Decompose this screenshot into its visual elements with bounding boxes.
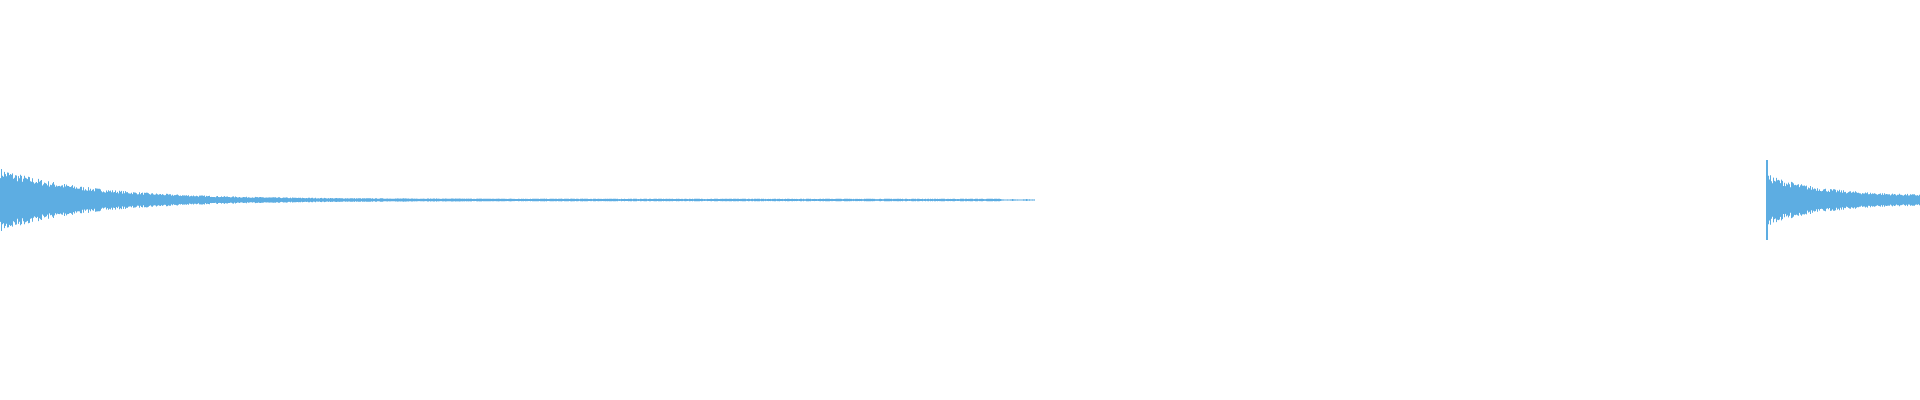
waveform-samples	[0, 160, 1920, 240]
waveform-sample-dot	[1026, 199, 1028, 201]
waveform-sample-dot	[1012, 199, 1014, 201]
waveform-sample-dot	[1000, 199, 1002, 201]
